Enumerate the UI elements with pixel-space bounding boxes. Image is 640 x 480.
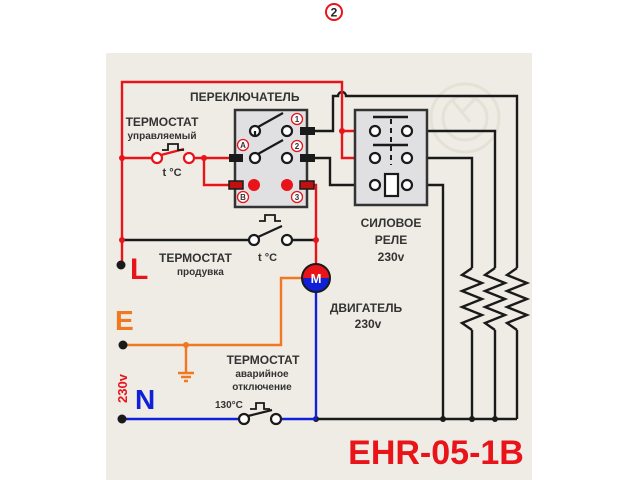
- heater-element-1: [458, 267, 486, 331]
- thermostat-purge-title: ТЕРМОСТАТ: [159, 251, 233, 265]
- power-relay: [353, 108, 429, 207]
- thermostat-purge-subtitle: продувка: [177, 267, 224, 278]
- page-number: 2: [331, 6, 338, 20]
- pin-label-3: 3: [295, 193, 300, 202]
- thermostat-emergency-subtitle1: аварийное: [235, 369, 289, 380]
- relay-label-line3: 230v: [378, 250, 405, 264]
- terminal-label-l: L: [130, 253, 148, 286]
- motor-label-line1: ДВИГАТЕЛЬ: [330, 301, 403, 315]
- terminal-label-n: N: [135, 384, 155, 415]
- thermostat-pulse-icon: [162, 143, 184, 151]
- terminal-label-e: E: [115, 305, 134, 336]
- pin-label-1: 1: [295, 115, 300, 124]
- thermostat-emergency-temp: 130°C: [215, 400, 243, 411]
- thermostat-controlled-subtitle: управляемый: [128, 131, 197, 142]
- thermostat-controlled-title: ТЕРМОСТАТ: [126, 115, 200, 129]
- motor-label-line2: 230v: [355, 317, 382, 331]
- pin-label-b: B: [240, 193, 246, 202]
- motor-symbol: M: [311, 271, 322, 286]
- switch-label: ПЕРЕКЛЮЧАТЕЛЬ: [190, 90, 300, 104]
- terminal-e: [118, 340, 128, 350]
- thermostat-purge-symbol: t °C: [258, 252, 277, 264]
- wire-relay1-heater2: [410, 129, 497, 268]
- thermostat-emergency: [237, 402, 283, 426]
- thermostat-pulse-icon: [250, 402, 270, 410]
- motor-icon: M: [301, 263, 331, 293]
- thermostat-controlled-symbol: t °C: [162, 167, 181, 179]
- wire-pinB: [202, 158, 236, 187]
- heater-element-3: [503, 267, 531, 331]
- pin-label-2: 2: [295, 142, 300, 151]
- terminal-l: [116, 260, 126, 270]
- relay-label-line2: РЕЛЕ: [375, 233, 407, 247]
- thermostat-pulse-icon: [259, 214, 281, 222]
- terminal-n: [117, 414, 127, 424]
- neutral-wires: [124, 292, 318, 421]
- thermostat-controlled: [150, 143, 196, 165]
- thermostat-emergency-title: ТЕРМОСТАТ: [227, 353, 301, 367]
- thermostat-emergency-subtitle2: отключение: [232, 382, 292, 393]
- thermostat-purge: [247, 214, 294, 247]
- wire-relay2-heater1: [410, 156, 474, 268]
- pin-label-a: A: [240, 141, 246, 150]
- wire-live-main: [120, 80, 372, 265]
- wire-pin2-coil: [307, 156, 372, 187]
- supply-voltage-label: 230v: [115, 373, 130, 403]
- heater-element-2: [481, 267, 509, 331]
- selector-switch: A B 1 2 3: [228, 108, 315, 209]
- relay-label-line1: СИЛОВОЕ: [361, 216, 422, 230]
- earth-wires: [124, 276, 302, 383]
- watermark-gear-icon: [429, 82, 501, 154]
- model-title: EHR-05-1B: [348, 434, 524, 472]
- page-number-badge: 2: [325, 3, 343, 21]
